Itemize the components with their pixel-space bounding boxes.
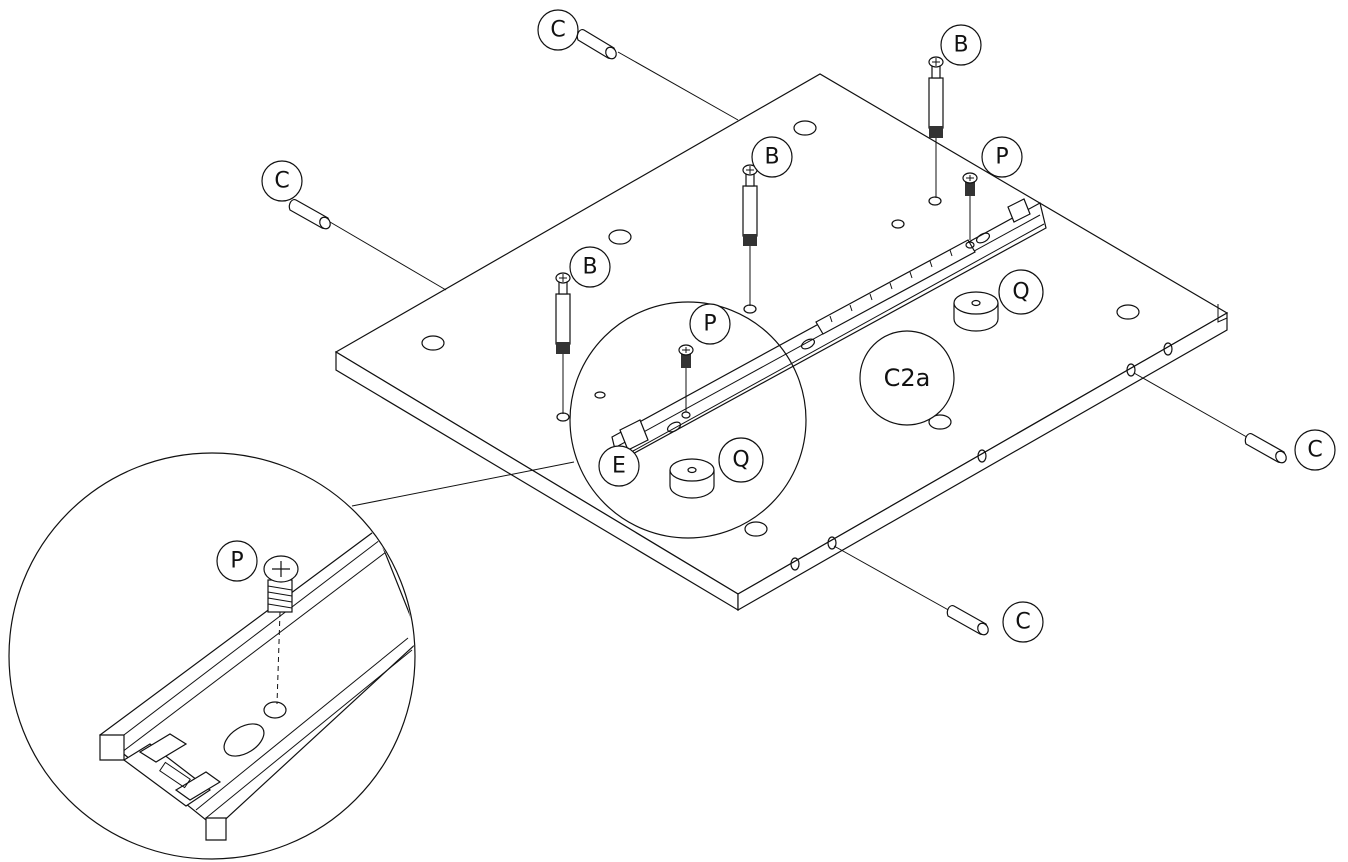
callout-c-right: C — [1294, 429, 1336, 471]
callout-c-bottom: C — [1002, 601, 1044, 643]
svg-text:C: C — [1307, 438, 1322, 463]
svg-text:E: E — [612, 454, 626, 479]
svg-text:C: C — [274, 169, 289, 194]
callout-p-right: P — [981, 136, 1023, 178]
callout-q-right: Q — [998, 269, 1044, 315]
svg-text:B: B — [953, 33, 968, 58]
cam-bolt-right — [928, 56, 944, 198]
pad-q-right — [953, 291, 999, 332]
edge-holes — [790, 342, 1173, 571]
callout-e-mid: E — [598, 445, 640, 487]
svg-text:B: B — [764, 145, 779, 170]
svg-text:Q: Q — [1012, 280, 1029, 305]
callouts: C C C C B B B P — [216, 9, 1336, 643]
zoom-detail — [8, 452, 575, 860]
dowel-c-right — [1133, 372, 1287, 464]
zoom-screw — [263, 555, 299, 613]
svg-text:Q: Q — [732, 448, 749, 473]
svg-text:P: P — [230, 549, 243, 574]
svg-text:C: C — [1015, 610, 1030, 635]
callout-b-right: B — [940, 24, 982, 66]
callout-p-mid: P — [689, 303, 731, 345]
svg-text:P: P — [995, 145, 1008, 170]
svg-text:B: B — [582, 255, 597, 280]
dowel-c-top — [576, 29, 739, 121]
dowel-c-left — [288, 199, 447, 291]
callout-b-mid: B — [751, 136, 793, 178]
pad-q-mid — [669, 458, 715, 499]
callout-c-top: C — [537, 9, 579, 51]
callout-b-left: B — [569, 246, 611, 288]
callout-c2a: C2a — [859, 330, 955, 426]
cam-bolt-mid — [742, 164, 758, 306]
svg-text:P: P — [703, 312, 716, 337]
svg-text:C: C — [550, 18, 565, 43]
callout-q-mid: Q — [718, 437, 764, 483]
callout-c-left: C — [261, 160, 303, 202]
screw-p-right — [962, 172, 978, 240]
screw-p-mid — [678, 344, 694, 412]
panel-holes — [421, 120, 1140, 537]
dowel-c-bottom — [833, 545, 989, 636]
svg-text:C2a: C2a — [884, 364, 931, 392]
detail-circle — [569, 301, 807, 539]
cam-bolt-left — [555, 272, 571, 414]
callout-p-zoom: P — [216, 540, 258, 582]
